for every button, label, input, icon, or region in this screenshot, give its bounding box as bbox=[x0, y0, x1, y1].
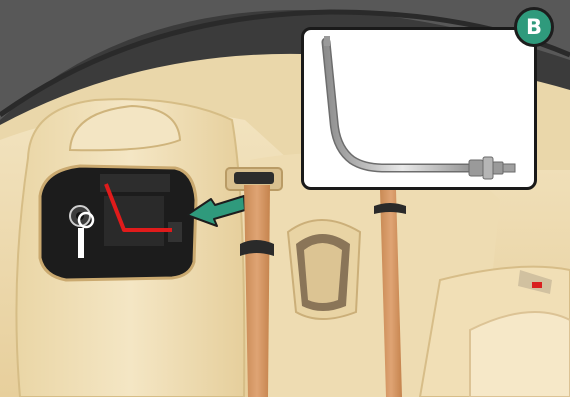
rod-wrench-tool-icon bbox=[304, 30, 534, 187]
tool-callout-panel bbox=[301, 27, 537, 190]
callout-badge: B bbox=[514, 7, 554, 47]
seat-belt-left bbox=[244, 185, 270, 397]
release-strap bbox=[78, 228, 84, 258]
